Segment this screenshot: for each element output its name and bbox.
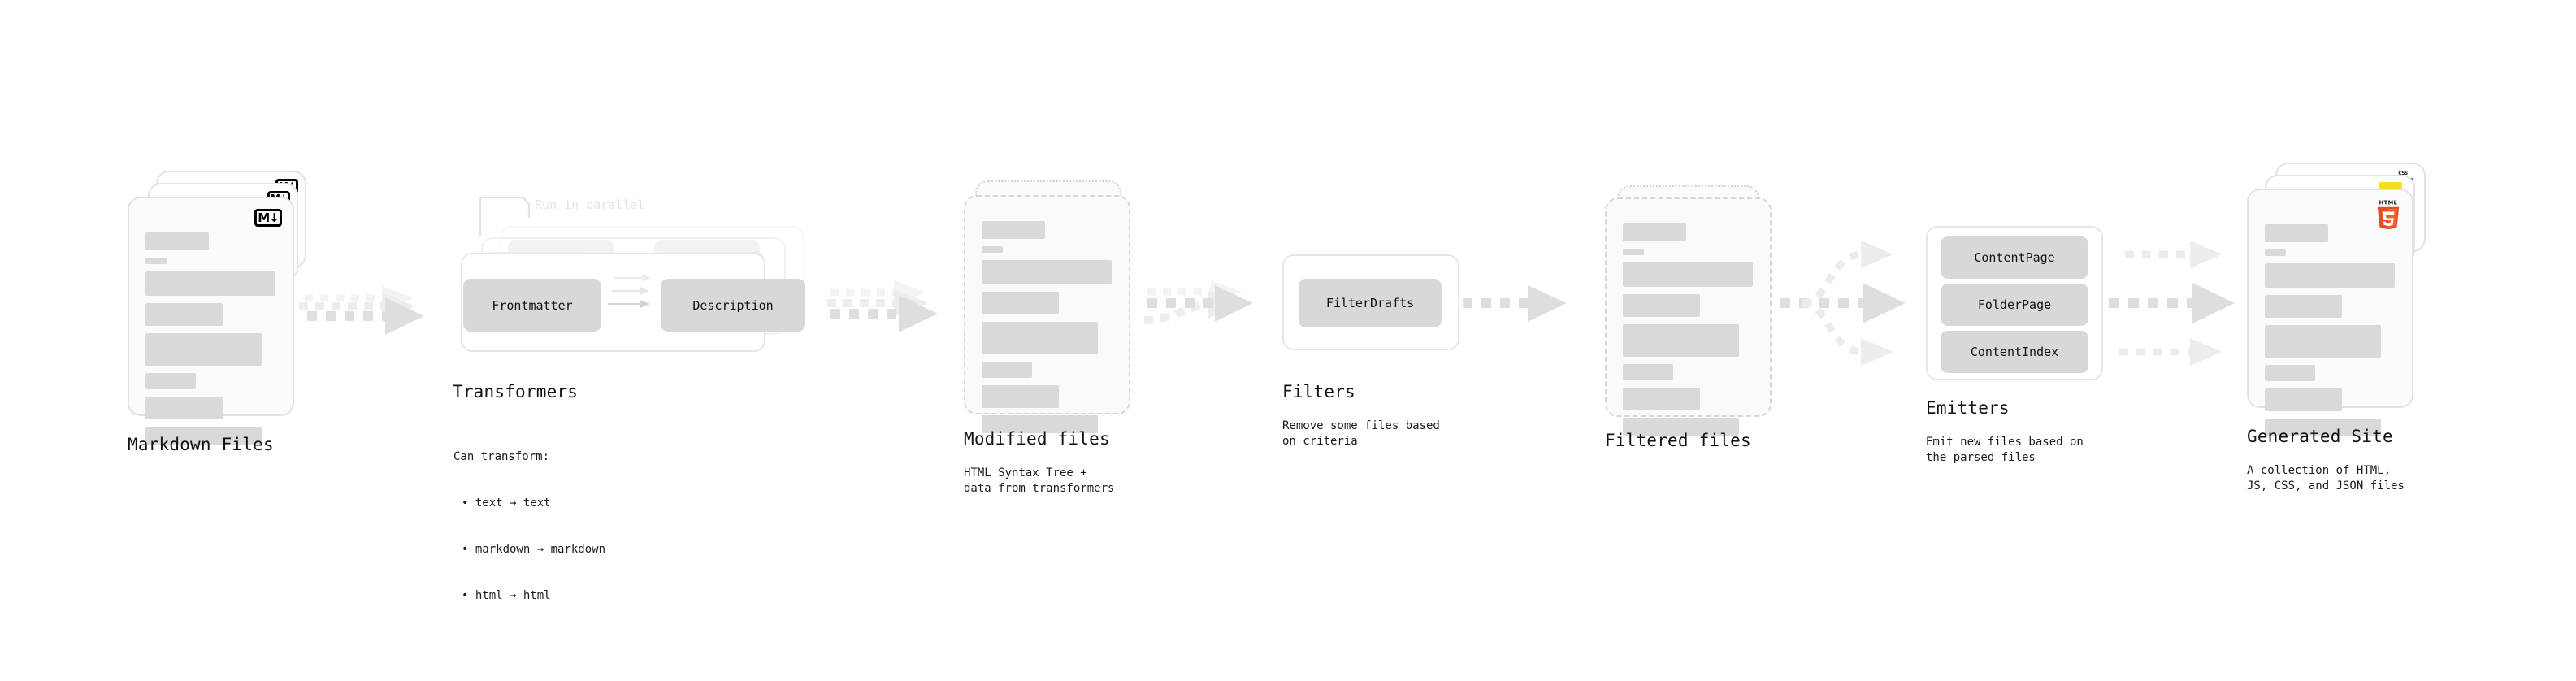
emitter-node-contentindex[interactable]: ContentIndex	[1941, 331, 2088, 373]
transform-bullet-html: • html → html	[462, 589, 551, 602]
transform-caption: Can transform:	[453, 450, 550, 463]
stage-title-transformers: Transformers	[453, 382, 579, 401]
connector-emitters-to-site	[2109, 241, 2235, 366]
connector-transformers-to-modified	[827, 280, 938, 332]
doc-content-lines	[2265, 224, 2397, 444]
stage-title-modified-files: Modified files	[964, 429, 1110, 449]
connector-markdown-to-transformers	[299, 286, 424, 335]
emitter-node-label: FolderPage	[1977, 297, 2052, 312]
svg-text:HTML: HTML	[2379, 199, 2398, 206]
run-in-parallel-label: Run in parallel	[535, 197, 645, 212]
transformer-node-frontmatter[interactable]: Frontmatter	[463, 279, 601, 332]
filter-node-filterdrafts[interactable]: FilterDrafts	[1299, 279, 1442, 327]
markdown-card-front: M↓	[128, 197, 294, 445]
doc-content-lines	[1623, 223, 1755, 443]
transformer-node-description[interactable]: Description	[661, 279, 805, 332]
filtered-card-front	[1605, 197, 1772, 436]
stage-subtitle-transformers: Can transform: • text → text • markdown …	[453, 419, 605, 635]
transformer-node-label: Frontmatter	[492, 297, 573, 313]
connector-filtered-to-emitters	[1780, 241, 1906, 366]
html5-icon: HTML	[2374, 198, 2402, 230]
stage-subtitle-generated-site: A collection of HTML, JS, CSS, and JSON …	[2247, 464, 2405, 492]
connector-modified-to-filters	[1143, 280, 1253, 324]
filter-node-label: FilterDrafts	[1325, 296, 1415, 310]
doc-content-lines	[145, 232, 278, 452]
stage-subtitle-emitters: Emit new files based on the parsed files	[1926, 436, 2084, 464]
stage-subtitle-filters: Remove some files based on criteria	[1282, 419, 1440, 448]
transformer-node-label: Description	[692, 297, 774, 313]
stage-title-markdown-files: Markdown Files	[128, 435, 274, 454]
stage-title-generated-site: Generated Site	[2247, 427, 2393, 446]
connector-filters-to-filtered	[1463, 285, 1567, 322]
stage-title-filters: Filters	[1282, 382, 1355, 401]
stage-subtitle-modified-files: HTML Syntax Tree + data from transformer…	[964, 466, 1115, 495]
transform-bullet-markdown: • markdown → markdown	[462, 543, 606, 556]
transform-bullet-text: • text → text	[462, 497, 551, 510]
emitter-node-label: ContentPage	[1974, 250, 2055, 265]
emitter-node-folderpage[interactable]: FolderPage	[1941, 284, 2088, 326]
stage-title-filtered-files: Filtered files	[1605, 431, 1751, 450]
doc-content-lines	[982, 221, 1114, 440]
stage-title-emitters: Emitters	[1926, 398, 2010, 418]
emitter-node-label: ContentIndex	[1970, 345, 2059, 359]
modified-card-front	[964, 195, 1130, 433]
site-card-front: HTML	[2247, 189, 2413, 436]
markdown-icon: M↓	[254, 209, 282, 227]
emitter-node-contentpage[interactable]: ContentPage	[1941, 236, 2088, 279]
